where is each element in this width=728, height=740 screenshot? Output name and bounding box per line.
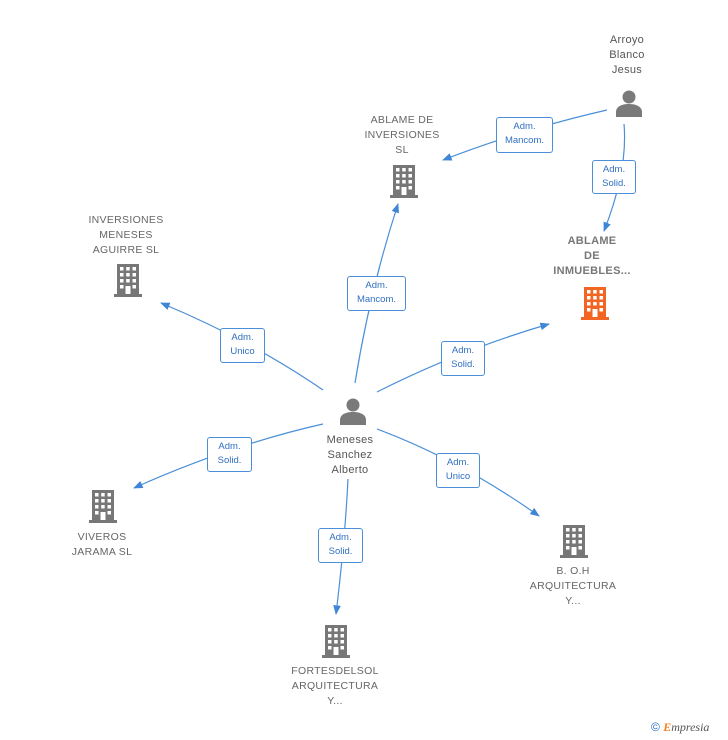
edge-label-arroyo-inversiones: Adm. Mancom. [496, 117, 553, 153]
brand-logo: Empresia [663, 720, 710, 734]
building-icon[interactable] [581, 287, 609, 320]
building-icon[interactable] [560, 525, 588, 558]
node-label-inversiones-meneses[interactable]: INVERSIONES MENESES AGUIRRE SL [88, 214, 164, 256]
edge-label-meneses-inversiones: Adm. Mancom. [347, 276, 406, 311]
person-icon[interactable] [340, 398, 366, 426]
edge-label-meneses-aguirre: Adm. Unico [220, 328, 265, 363]
edge-label-meneses-boh: Adm. Unico [436, 453, 480, 488]
building-icon[interactable] [114, 264, 142, 297]
node-label-meneses[interactable]: Meneses Sanchez Alberto [326, 434, 374, 476]
node-label-boh[interactable]: B. O.H ARQUITECTURA Y... [529, 565, 617, 607]
edge-label-arroyo-inmuebles: Adm. Solid. [592, 160, 636, 194]
edge-label-meneses-inmuebles: Adm. Solid. [441, 341, 485, 376]
node-label-fortesdelsol[interactable]: FORTESDELSOL ARQUITECTURA Y... [291, 665, 379, 707]
copyright-icon: © [651, 720, 660, 734]
node-label-ablame-inmuebles[interactable]: ABLAME DE INMUEBLES... [553, 235, 631, 277]
person-icon[interactable] [616, 90, 642, 118]
edge-label-meneses-fortesdelsol: Adm. Solid. [318, 528, 363, 563]
building-icon[interactable] [390, 165, 418, 198]
building-icon[interactable] [322, 625, 350, 658]
edge-label-meneses-viveros: Adm. Solid. [207, 437, 252, 472]
node-label-ablame-inversiones[interactable]: ABLAME DE INVERSIONES SL [364, 114, 440, 156]
footer-brand[interactable]: © Empresia [651, 720, 709, 735]
node-label-arroyo[interactable]: Arroyo Blanco Jesus [609, 34, 645, 76]
building-icon[interactable] [89, 490, 117, 523]
node-label-viveros[interactable]: VIVEROS JARAMA SL [71, 531, 133, 558]
